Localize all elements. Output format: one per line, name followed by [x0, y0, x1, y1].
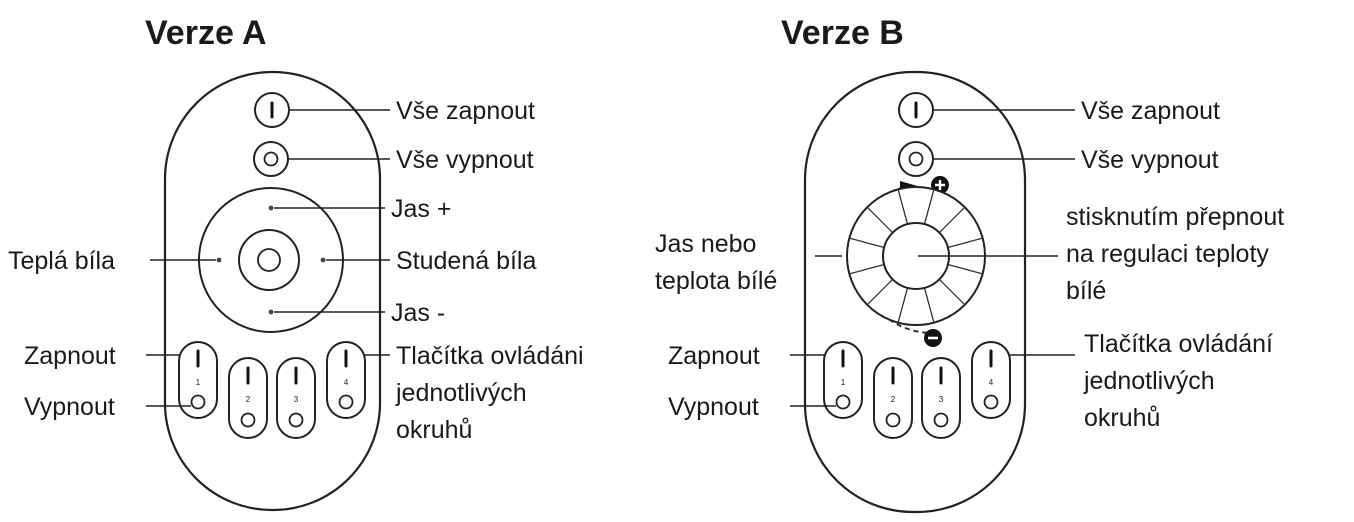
- remote-a-center-ring-icon: [257, 248, 281, 272]
- remote-b-wheel-segment-divider: [866, 278, 894, 306]
- remote-a-warm-white-label: Teplá bíla: [8, 247, 115, 275]
- remote-a-zone-2-off-icon: [240, 412, 256, 428]
- remote-b-zone-3-off-icon: [933, 412, 949, 428]
- remote-b-all-on-label: Vše zapnout: [1081, 97, 1220, 125]
- remote-b-zone-1-number: 1: [841, 378, 846, 387]
- remote-a-power-off-icon: [263, 151, 279, 167]
- remote-a-zone-1-button[interactable]: [178, 341, 218, 419]
- remote-b-wheel-segment-divider: [849, 237, 885, 249]
- remote-a-zone-on-label: Zapnout: [24, 342, 116, 370]
- remote-b-wheel-segment-divider: [938, 206, 966, 234]
- remote-b-wheel-segment-divider: [947, 237, 983, 249]
- remote-a-all-off-label: Vše vypnout: [396, 146, 534, 174]
- remote-b-power-off-icon: [908, 151, 924, 167]
- remote-b-zone-buttons-label-line-1: Tlačítka ovládání: [1084, 330, 1273, 358]
- remote-a-dial-dot-right: [320, 257, 326, 263]
- remote-b-zone-buttons-label-line-2: jednotlivých: [1083, 367, 1215, 395]
- remote-b-center-label-line-2: na regulaci teploty: [1066, 240, 1269, 268]
- remote-a-cool-white-label: Studená bíla: [396, 247, 536, 275]
- remote-b-zone-2-number: 2: [891, 395, 896, 404]
- remote-b-all-off-label: Vše vypnout: [1081, 146, 1219, 174]
- remote-b-zone-2-off-icon: [885, 412, 901, 428]
- remote-b-wheel-segment-divider: [938, 278, 966, 306]
- remote-a-zone-4-number: 4: [344, 378, 349, 387]
- remote-a-brightness-up-label: Jas +: [391, 195, 451, 223]
- remote-a-zone-off-label: Vypnout: [24, 393, 115, 421]
- remote-b-wheel-segment-divider: [849, 263, 885, 275]
- remote-a-title: Verze A: [145, 14, 267, 52]
- remote-b-wheel-segments: [849, 189, 983, 323]
- remote-a-zone-3-off-icon: [288, 412, 304, 428]
- remote-a-zone-buttons-label-line-3: okruhů: [396, 416, 472, 444]
- remote-a-all-on-label: Vše zapnout: [396, 97, 535, 125]
- remote-b-zone-3-number: 3: [939, 395, 944, 404]
- remote-a-zone-1-off-icon: [190, 394, 206, 410]
- remote-b-zone-2-pill[interactable]: 2: [873, 357, 913, 439]
- remote-a-zone-4-off-icon: [338, 394, 354, 410]
- remote-a-zone-buttons-label-line-1: Tlačítka ovládáni: [396, 342, 584, 370]
- remote-b-center-label-line-3: bílé: [1066, 277, 1106, 305]
- remote-a-zone-1-number: 1: [196, 378, 201, 387]
- remote-b-wheel-segment-divider: [923, 189, 935, 225]
- remote-a-zone-3-number: 3: [294, 395, 299, 404]
- remote-b-title: Verze B: [781, 14, 904, 52]
- remote-a-dial-dot-top: [268, 205, 274, 211]
- remote-a-brightness-down-label: Jas -: [391, 299, 445, 327]
- remote-b-zone-1-off-icon: [835, 394, 851, 410]
- remote-b-wheel-segment-divider: [897, 287, 909, 323]
- remote-b-zone-1-button[interactable]: [823, 341, 863, 419]
- remote-b-zone-4-number: 4: [989, 378, 994, 387]
- remote-b-zone-4-pill[interactable]: 4: [971, 341, 1011, 419]
- remote-a-zone-3-button[interactable]: [276, 357, 316, 439]
- remote-a-zone-2-button[interactable]: [228, 357, 268, 439]
- remote-b-zone-off-label: Vypnout: [668, 393, 759, 421]
- remote-a-zone-2-pill[interactable]: 2: [228, 357, 268, 439]
- remote-a: Verze A 1 2 3: [8, 14, 584, 512]
- remote-b-wheel-segment-divider: [866, 206, 894, 234]
- remote-b-zone-buttons-label-line-3: okruhů: [1084, 404, 1160, 432]
- remote-b-minus-icon: [924, 329, 942, 347]
- remote-a-zone-4-pill[interactable]: 4: [326, 341, 366, 419]
- remote-b-wheel-label-line-2: teplota bílé: [655, 267, 777, 295]
- remote-a-zone-1-pill[interactable]: 1: [178, 341, 218, 419]
- remote-b-zone-1-pill[interactable]: 1: [823, 341, 863, 419]
- remote-a-dial-dot-left: [216, 257, 222, 263]
- remote-b-zone-4-off-icon: [983, 394, 999, 410]
- remote-b-zone-3-button[interactable]: [921, 357, 961, 439]
- remote-a-zone-buttons-label-line-2: jednotlivých: [395, 379, 527, 407]
- remote-b-zone-3-pill[interactable]: 3: [921, 357, 961, 439]
- remote-a-zone-2-number: 2: [246, 395, 251, 404]
- remote-b: Verze B 1: [655, 14, 1284, 514]
- remote-b-wheel-segment-divider: [897, 189, 909, 225]
- remote-b-zone-2-button[interactable]: [873, 357, 913, 439]
- remote-a-zone-4-button[interactable]: [326, 341, 366, 419]
- remote-a-dial-dot-bottom: [268, 309, 274, 315]
- remote-a-zone-3-pill[interactable]: 3: [276, 357, 316, 439]
- remote-b-wheel-segment-divider: [923, 287, 935, 323]
- remote-b-wheel-segment-divider: [947, 263, 983, 275]
- remote-b-wheel-label-line-1: Jas nebo: [655, 230, 756, 258]
- remote-b-zone-4-button[interactable]: [971, 341, 1011, 419]
- remote-b-zone-on-label: Zapnout: [668, 342, 760, 370]
- remote-b-center-label-line-1: stisknutím přepnout: [1066, 203, 1284, 231]
- remote-b-wheel[interactable]: [846, 186, 986, 326]
